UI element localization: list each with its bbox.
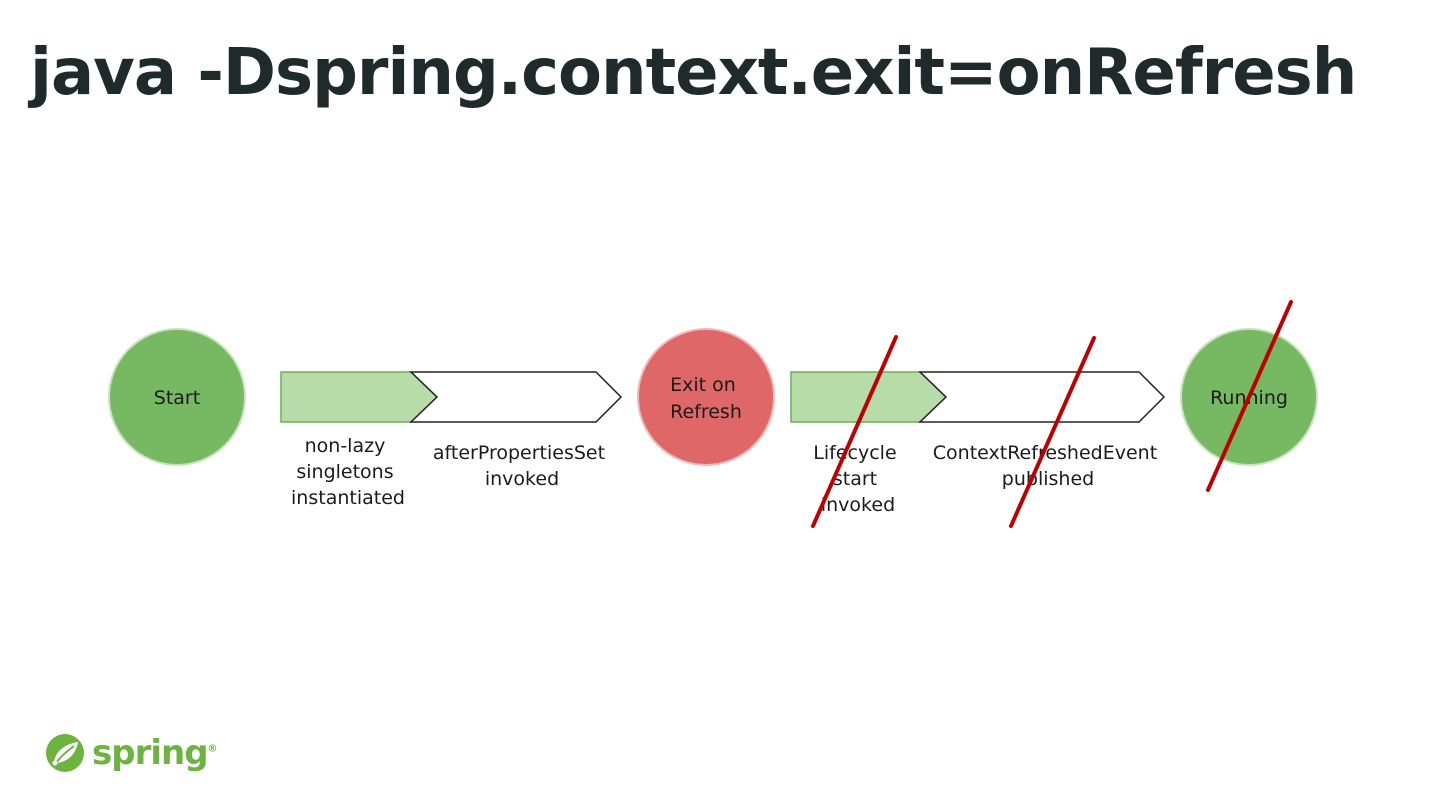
after-properties-set-label: afterPropertiesSet invoked — [433, 442, 611, 490]
running-strike — [1206, 300, 1293, 492]
lifecycle-start-line-1: Lifecycle — [813, 442, 896, 464]
context-refreshed-strike — [1009, 336, 1096, 528]
exit-on-refresh-line-2: Refresh — [670, 401, 742, 423]
context-refreshed-step-arrow — [918, 371, 1166, 423]
page-title: java -Dspring.context.exit=onRefresh — [30, 36, 1357, 110]
lifecycle-start-strike — [811, 335, 898, 528]
lifecycle-start-label: Lifecycle start invoked — [813, 442, 902, 516]
exit-on-refresh-label: Exit on Refresh — [670, 374, 742, 423]
after-properties-set-step-arrow — [409, 371, 623, 423]
lifecycle-start-line-2: start — [833, 468, 877, 490]
spring-wordmark-text: spring — [92, 733, 209, 773]
non-lazy-line-3: instantiated — [291, 487, 405, 509]
context-refreshed-line-2: published — [1002, 468, 1094, 490]
non-lazy-step-arrow — [280, 371, 439, 423]
spring-leaf-icon — [46, 734, 84, 772]
context-refreshed-label: ContextRefreshedEvent published — [933, 442, 1163, 490]
non-lazy-line-2: singletons — [296, 461, 393, 483]
after-properties-set-line-1: afterPropertiesSet — [433, 442, 605, 464]
non-lazy-line-1: non-lazy — [305, 435, 386, 457]
start-node-label: Start — [154, 387, 200, 409]
registered-mark: ® — [207, 743, 218, 755]
exit-on-refresh-node — [637, 328, 775, 466]
after-properties-set-line-2: invoked — [485, 468, 559, 490]
spring-wordmark: spring® — [92, 733, 218, 773]
spring-logo: spring® — [44, 732, 218, 774]
exit-on-refresh-line-1: Exit on — [670, 374, 736, 396]
non-lazy-step-label: non-lazy singletons instantiated — [291, 435, 405, 509]
start-node — [108, 328, 246, 466]
lifecycle-start-line-3: invoked — [821, 494, 895, 516]
